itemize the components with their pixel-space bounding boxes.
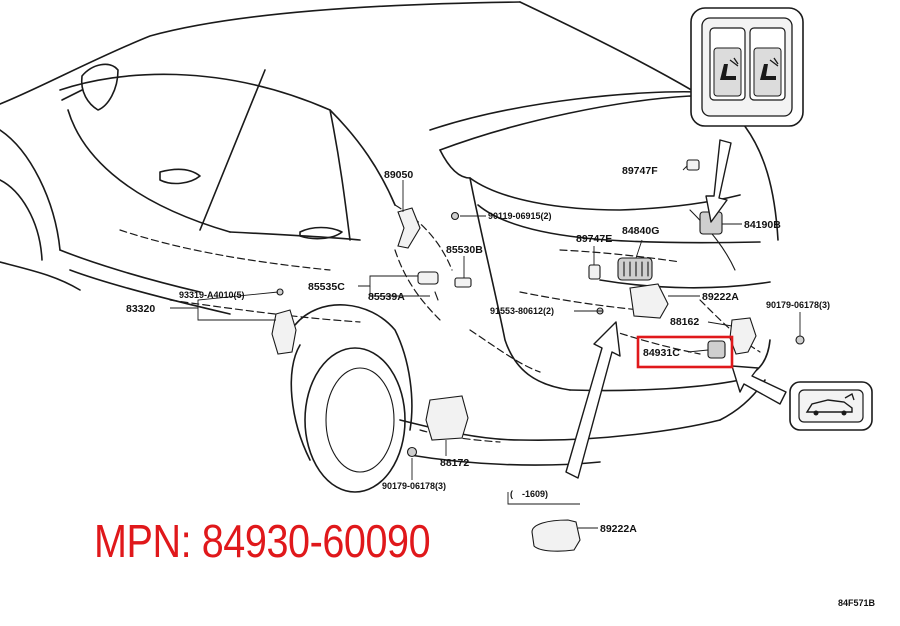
label-90179-bottom: 90179-06178(3) <box>382 481 446 491</box>
label-89747e: 89747E <box>576 233 612 245</box>
vehicle-body-outline <box>0 1 779 493</box>
part-89747f-shape <box>686 159 700 171</box>
arrow-inset-top <box>705 139 732 223</box>
leader-lines <box>170 165 801 529</box>
label-85530b: 85530B <box>446 244 483 256</box>
part-88162-shape <box>729 317 757 355</box>
part-85530b-shape <box>454 277 472 288</box>
part-labels: 89050 90119-06915(2) 85530B 85535C 85539… <box>126 165 876 608</box>
label-90119: 90119-06915(2) <box>488 211 552 221</box>
part-shapes <box>271 159 805 552</box>
label-89747f: 89747F <box>622 165 658 177</box>
label-90179-right: 90179-06178(3) <box>766 300 830 310</box>
part-84840g-shape <box>617 257 653 281</box>
part-83320-shape <box>271 309 297 355</box>
part-89747e-shape <box>588 264 601 280</box>
label-83320: 83320 <box>126 303 155 315</box>
label-89222a-variant: 89222A <box>600 523 637 535</box>
nut-90179-right-shape <box>795 335 805 345</box>
part-85535c-shape <box>417 271 439 285</box>
part-89222a-shape <box>629 283 669 319</box>
label-88172: 88172 <box>440 457 469 469</box>
inset-vehicle-switch <box>789 381 873 431</box>
indicator-arrows <box>565 139 787 479</box>
mpn-label: MPN: 84930-60090 <box>94 515 431 567</box>
part-89222a-variant-shape <box>531 519 581 552</box>
label-91553: 91553-80612(2) <box>490 306 554 316</box>
label-88162: 88162 <box>670 316 699 328</box>
label-84931c: 84931C <box>643 347 680 359</box>
label-1609-range: ( -1609) <box>510 489 548 499</box>
label-89222a: 89222A <box>702 291 739 303</box>
inset-seat-switch <box>690 7 804 127</box>
label-89050: 89050 <box>384 169 413 181</box>
arrow-bottom <box>565 321 621 479</box>
part-84931c-shape <box>707 340 726 359</box>
seat-fold-icon-right <box>760 57 779 80</box>
label-85535c: 85535C <box>308 281 345 293</box>
bolt-90119-shape <box>450 211 460 221</box>
part-88172-shape <box>425 395 469 441</box>
diagram-ref-code: 84F571B <box>838 598 876 608</box>
label-93319: 93319-A4010(5) <box>179 290 245 300</box>
label-84190b: 84190B <box>744 219 781 231</box>
suv-rear-icon <box>805 393 855 416</box>
nut-90179-bottom-shape <box>406 446 418 458</box>
highlight-box-84931c <box>636 335 734 369</box>
label-84840g: 84840G <box>622 225 659 237</box>
part-89050-shape <box>397 207 421 249</box>
seat-fold-icon-left <box>720 57 739 80</box>
arrow-inset-right <box>731 365 787 405</box>
label-85539a: 85539A <box>368 291 405 303</box>
